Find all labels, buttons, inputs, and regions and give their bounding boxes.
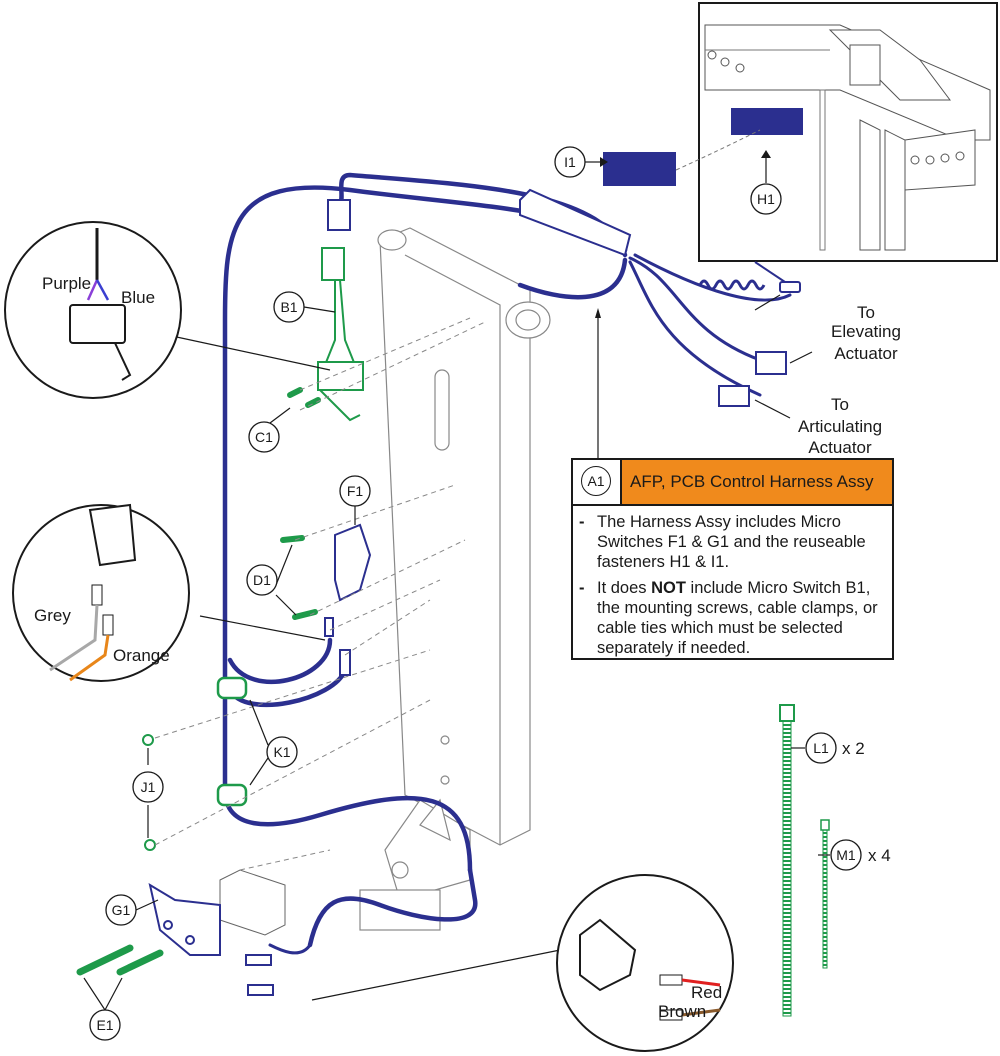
elevating-line-1: To bbox=[857, 303, 875, 322]
bullet-dash: - bbox=[579, 513, 585, 531]
harness-callout-cell: A1 bbox=[573, 460, 622, 504]
destination-articulating: To Articulating Actuator bbox=[798, 395, 882, 457]
svg-text:B1: B1 bbox=[280, 299, 297, 315]
harness-info-box: A1 AFP, PCB Control Harness Assy - The H… bbox=[571, 458, 894, 660]
svg-text:L1: L1 bbox=[813, 740, 829, 756]
svg-text:C1: C1 bbox=[255, 429, 273, 445]
switch-mount-block bbox=[219, 869, 286, 936]
wire-label-grey: Grey bbox=[34, 606, 71, 625]
c1-screws bbox=[287, 387, 321, 408]
f1-micro-switch bbox=[324, 523, 372, 676]
callout-j1: J1 bbox=[132, 771, 164, 803]
svg-text:D1: D1 bbox=[253, 572, 271, 588]
harness-title: AFP, PCB Control Harness Assy bbox=[622, 460, 892, 504]
callout-d1: D1 bbox=[246, 564, 278, 596]
articulating-line-2: Articulating bbox=[798, 417, 882, 436]
harness-note-2-prefix: It does bbox=[597, 579, 652, 597]
callout-h1: H1 bbox=[750, 183, 782, 215]
elevating-line-3: Actuator bbox=[834, 344, 898, 363]
bullet-dash: - bbox=[579, 579, 585, 597]
detail-circle-b1 bbox=[4, 221, 182, 399]
callout-f1: F1 bbox=[339, 475, 371, 507]
pcb-control-module bbox=[519, 188, 632, 257]
g1-micro-switch bbox=[148, 882, 274, 996]
jack-plug bbox=[754, 261, 801, 293]
harness-note-2-suffix: include Micro Switch B1, the mounting sc… bbox=[597, 579, 878, 657]
l1-cable-tie bbox=[779, 704, 795, 1017]
harness-cables bbox=[222, 172, 792, 955]
m1-cable-tie bbox=[820, 819, 830, 969]
harness-connectors bbox=[327, 199, 787, 407]
svg-text:K1: K1 bbox=[273, 744, 290, 760]
harness-note-1: - The Harness Assy includes Micro Switch… bbox=[579, 512, 891, 572]
detail-circle-g1 bbox=[556, 874, 734, 1052]
callout-b1: B1 bbox=[273, 291, 305, 323]
svg-text:E1: E1 bbox=[96, 1017, 113, 1033]
svg-text:G1: G1 bbox=[112, 902, 131, 918]
svg-text:M1: M1 bbox=[836, 847, 856, 863]
articulating-line-3: Actuator bbox=[808, 438, 872, 457]
destination-elevating: To Elevating Actuator bbox=[831, 303, 901, 363]
svg-text:H1: H1 bbox=[757, 191, 775, 207]
articulating-line-1: To bbox=[831, 395, 849, 414]
k1-cable-clamps bbox=[216, 676, 248, 807]
m1-quantity: x 4 bbox=[868, 846, 891, 865]
wire-label-purple: Purple bbox=[42, 274, 91, 293]
d1-screws bbox=[280, 535, 318, 620]
callout-m1: M1 bbox=[830, 839, 862, 871]
harness-notes: - The Harness Assy includes Micro Switch… bbox=[579, 512, 891, 664]
i1-fastener-patch bbox=[603, 152, 676, 186]
wire-label-blue: Blue bbox=[121, 288, 155, 307]
mount-bracket-frame bbox=[359, 227, 551, 931]
svg-text:J1: J1 bbox=[141, 779, 156, 795]
harness-info-header: A1 AFP, PCB Control Harness Assy bbox=[573, 460, 892, 506]
wire-label-red: Red bbox=[691, 983, 722, 1002]
callout-g1: G1 bbox=[105, 894, 137, 926]
callout-k1: K1 bbox=[266, 736, 298, 768]
harness-note-2: - It does NOT include Micro Switch B1, t… bbox=[579, 578, 891, 658]
h1-fastener-patch bbox=[731, 108, 803, 135]
svg-text:I1: I1 bbox=[564, 154, 576, 170]
callout-l1: L1 bbox=[805, 732, 837, 764]
harness-note-1-text: The Harness Assy includes Micro Switches… bbox=[597, 513, 866, 571]
coiled-cable bbox=[698, 279, 766, 291]
e1-screws bbox=[76, 944, 164, 976]
callout-i1: I1 bbox=[554, 146, 586, 178]
wire-label-orange: Orange bbox=[113, 646, 170, 665]
b1-micro-switch bbox=[317, 247, 364, 422]
wire-label-brown: Brown bbox=[658, 1002, 706, 1021]
l1-quantity: x 2 bbox=[842, 739, 865, 758]
harness-note-2-emphasis: NOT bbox=[651, 579, 686, 597]
callout-a1: A1 bbox=[581, 466, 611, 496]
svg-text:F1: F1 bbox=[347, 483, 364, 499]
detail-circle-f1 bbox=[12, 503, 190, 682]
elevating-line-2: Elevating bbox=[831, 322, 901, 341]
inset-detail-frame bbox=[698, 2, 998, 262]
leader-lines bbox=[83, 294, 830, 1011]
callout-e1: E1 bbox=[89, 1009, 121, 1041]
assembly-guide-lines bbox=[154, 317, 486, 871]
callout-c1: C1 bbox=[248, 421, 280, 453]
